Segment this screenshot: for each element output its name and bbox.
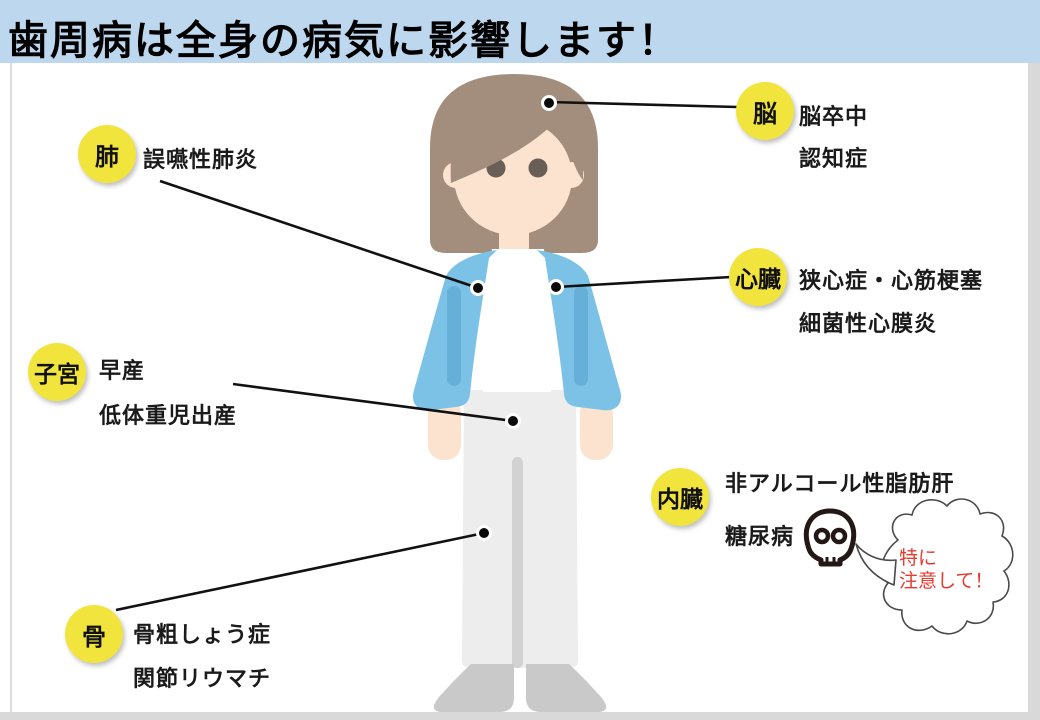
sleeve-fold-left [447, 286, 461, 386]
disease-label-angina-infarction: 狭心症・心筋梗塞 [799, 268, 984, 293]
disease-label-low-birth-weight: 低体重児出産 [99, 403, 238, 428]
disease-label-stroke: 脳卒中 [799, 104, 869, 129]
disease-label-fatty-liver: 非アルコール性脂肪肝 [725, 471, 955, 496]
marker-dots [470, 95, 564, 541]
organ-badge-brain: 脳 [736, 82, 794, 140]
disease-label-dementia: 認知症 [799, 146, 869, 171]
disease-label-rheumatoid-arthritis: 関節リウマチ [133, 666, 272, 691]
speech-bubble-tail [855, 543, 897, 586]
eye-right [528, 158, 548, 178]
shirt [483, 249, 551, 392]
disease-label-aspiration-pneumonia: 誤嚥性肺炎 [143, 147, 259, 172]
bubble-warning-text: 特に 注意して！ [899, 547, 993, 593]
page-bottom-border [0, 712, 1040, 720]
shoe-left [433, 664, 514, 712]
organ-badge-lung: 肺 [78, 125, 136, 183]
marker-dot-lung [470, 280, 486, 296]
shoe-right [526, 664, 607, 712]
disease-label-osteoporosis: 骨粗しょう症 [133, 622, 272, 647]
organ-badge-bone: 骨 [65, 605, 123, 663]
marker-dot-uterus [505, 413, 521, 429]
title-banner: 歯周病は全身の病気に影響します！ [0, 0, 1040, 63]
skull-eye-left [813, 527, 831, 545]
connector-line-heart [555, 275, 732, 289]
sleeve-fold-right [574, 286, 588, 386]
speech-bubble-cloud [880, 498, 1014, 635]
disease-label-bacterial-pericarditis: 細菌性心膜炎 [799, 311, 938, 336]
connector-lines [115, 100, 738, 612]
bubble-warning-line2: 注意して！ [899, 571, 994, 592]
page-right-border [1028, 63, 1040, 720]
disease-label-premature-birth: 早産 [99, 358, 146, 383]
page-left-border [10, 63, 12, 712]
bubble-warning-line1: 特に [899, 548, 938, 569]
skirt-pleat [512, 457, 523, 668]
marker-dot-brain [541, 95, 557, 111]
organ-badge-heart: 心臓 [729, 248, 787, 306]
connector-line-brain [548, 100, 738, 109]
organ-badge-viscera: 内臓 [651, 468, 709, 526]
skull-eye-right [830, 527, 848, 545]
skull-icon [803, 508, 857, 567]
hand-right [580, 398, 613, 460]
connector-line-bone [115, 531, 485, 612]
connector-line-uterus [232, 382, 514, 423]
marker-dot-heart [548, 279, 564, 295]
organ-badge-uterus: 子宮 [28, 343, 86, 401]
page-title: 歯周病は全身の病気に影響します！ [8, 19, 680, 63]
marker-dot-bone [476, 525, 492, 541]
woman-illustration [412, 74, 622, 712]
speech-bubble [855, 498, 1014, 635]
disease-label-diabetes: 糖尿病 [725, 524, 795, 549]
connector-line-lung [159, 179, 479, 290]
